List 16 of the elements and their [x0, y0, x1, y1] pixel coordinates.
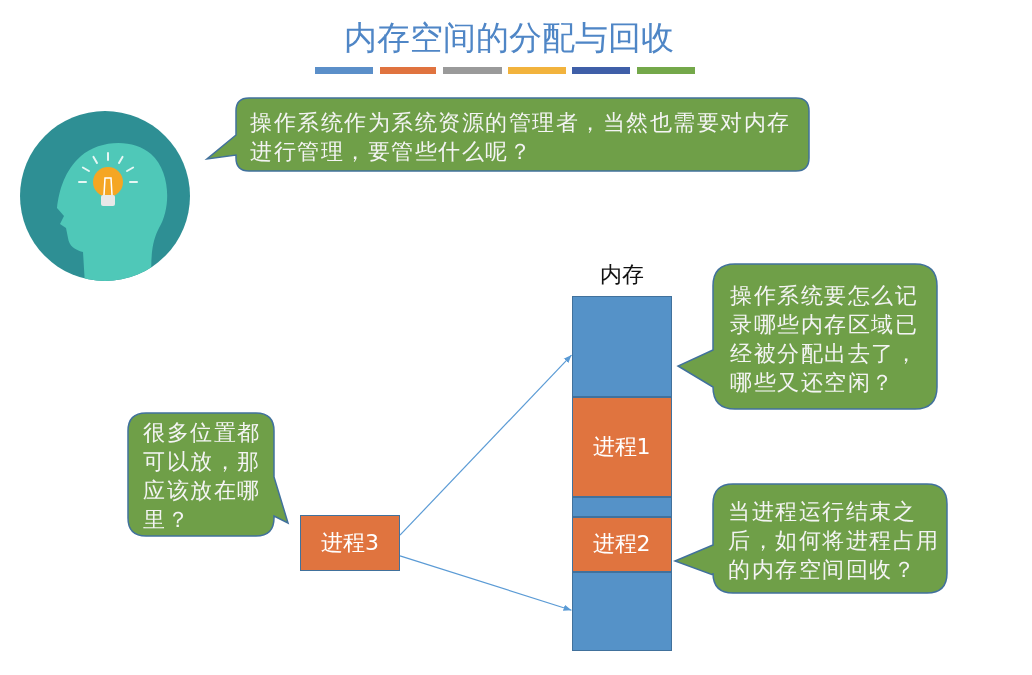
question-text: 当进程运行结束之后，如何将进程占用的内存空间回收？	[728, 498, 941, 584]
question-text: 操作系统作为系统资源的管理者，当然也需要对内存进行管理，要管些什么呢？	[250, 109, 792, 166]
process-block: 进程1	[571, 396, 672, 497]
title: 内存空间的分配与回收	[344, 17, 674, 59]
speech-bubble	[678, 263, 938, 410]
column-heading: 内存	[600, 261, 644, 289]
speech-bubble	[127, 412, 288, 537]
speech-bubble	[205, 97, 810, 172]
arrow	[399, 354, 573, 536]
question-text: 很多位置都可以放，那应该放在哪里？	[143, 419, 262, 534]
arrow	[399, 555, 573, 611]
process-block: 进程3	[300, 515, 400, 571]
free-block	[571, 496, 672, 517]
question-text: 操作系统要怎么记录哪些内存区域已经被分配出去了，哪些又还空闲？	[730, 282, 919, 397]
speech-bubble	[675, 483, 948, 594]
process-block: 进程2	[571, 516, 672, 572]
